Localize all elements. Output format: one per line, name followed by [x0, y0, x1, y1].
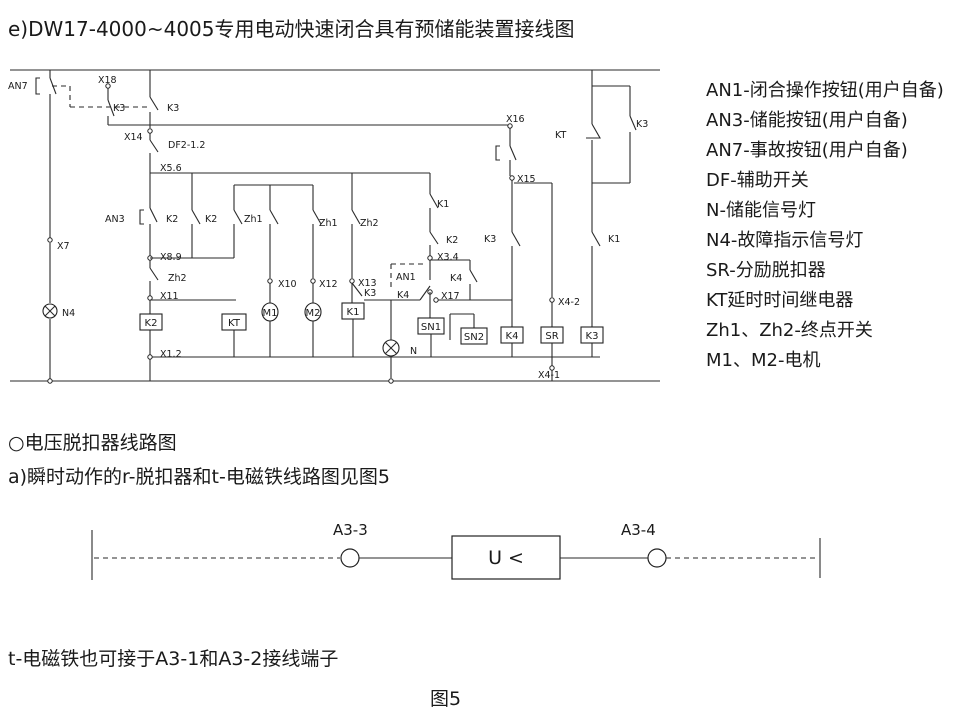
svg-text:SR: SR — [545, 331, 558, 342]
x14-label: X14 — [124, 132, 143, 143]
x12-label: X12 — [319, 279, 338, 290]
k3d-label: K3 — [484, 234, 496, 245]
svg-text:K1: K1 — [347, 307, 360, 318]
x41-label: X4-1 — [538, 370, 560, 381]
an3-label: AN3 — [105, 214, 125, 225]
legend-item: KT延时时间继电器 — [706, 290, 854, 311]
motor-m2: M2 — [304, 302, 322, 322]
x12b-label: X1.2 — [160, 349, 182, 360]
n-label: N — [410, 346, 417, 357]
legend-item: N-储能信号灯 — [706, 200, 816, 221]
legend-item: Zh1、Zh2-终点开关 — [706, 320, 873, 341]
legend-item: AN3-储能按钮(用户自备) — [706, 110, 908, 131]
svg-text:K4: K4 — [506, 331, 519, 342]
zh2a-label: Zh2 — [168, 273, 187, 284]
legend-item: AN7-事故按钮(用户自备) — [706, 140, 908, 161]
terminal-a3-4 — [647, 548, 667, 568]
relay-k4: K4 — [500, 326, 524, 344]
n4-label: N4 — [62, 308, 75, 319]
svg-text:M2: M2 — [306, 308, 321, 319]
page-title: e)DW17-4000~4005专用电动快速闭合具有预储能装置接线图 — [8, 17, 575, 41]
relay-k3: K3 — [580, 326, 604, 344]
x42-label: X4-2 — [558, 297, 580, 308]
x34-label: X3.4 — [437, 252, 459, 263]
k3b-label: K3 — [167, 103, 179, 114]
legend-item: M1、M2-电机 — [706, 350, 821, 371]
switch-sn1: SN1 — [417, 317, 445, 335]
wiring-diagram: AN7 X7 N4 X18 K3 K3 X14 DF2-1.2 X5.6 AN3… — [8, 69, 660, 384]
left-terminal-label: A3-3 — [333, 521, 368, 539]
x18-label: X18 — [98, 75, 117, 86]
n-lamp — [382, 339, 400, 357]
svg-text:M1: M1 — [263, 308, 278, 319]
legend-item: N4-故障指示信号灯 — [706, 230, 864, 251]
legend-item: DF-辅助开关 — [706, 170, 809, 191]
svg-text:K2: K2 — [145, 318, 158, 329]
x11-label: X11 — [160, 291, 179, 302]
x17-label: X17 — [441, 291, 460, 302]
motor-m1: M1 — [261, 302, 279, 322]
undervoltage-circuit: U < A3-3 A3-4 — [91, 521, 821, 580]
k2a-label: K2 — [166, 214, 178, 225]
k4b-label: K4 — [397, 290, 409, 301]
relay-k1: K1 — [341, 302, 365, 320]
x7-label: X7 — [57, 241, 70, 252]
k4a-label: K4 — [450, 273, 462, 284]
component-legend: AN1-闭合操作按钮(用户自备) AN3-储能按钮(用户自备) AN7-事故按钮… — [706, 76, 944, 376]
svg-text:SN1: SN1 — [421, 322, 441, 333]
svg-text:KT: KT — [228, 318, 241, 329]
box-label: U < — [488, 547, 524, 569]
an7-label: AN7 — [8, 81, 28, 92]
relay-k2: K2 — [139, 313, 163, 331]
section-subtitle: a)瞬时动作的r-脱扣器和t-电磁铁线路图见图5 — [8, 466, 390, 488]
footnote: t-电磁铁也可接于A3-1和A3-2接线端子 — [8, 648, 339, 670]
k3a-label: K3 — [113, 103, 125, 114]
legend-item: AN1-闭合操作按钮(用户自备) — [706, 80, 944, 101]
df-label: DF2-1.2 — [168, 140, 205, 151]
legend-item: SR-分励脱扣器 — [706, 260, 826, 281]
right-terminal-label: A3-4 — [621, 521, 656, 539]
an7-button — [35, 70, 150, 240]
n4-lamp — [42, 303, 58, 319]
an1-label: AN1 — [396, 272, 416, 283]
x15-label: X15 — [517, 174, 536, 185]
x16-label: X16 — [506, 114, 525, 125]
k2c-label: K2 — [446, 235, 458, 246]
svg-text:SN2: SN2 — [464, 332, 484, 343]
k1a-label: K1 — [437, 199, 449, 210]
zh1b-label: Zh1 — [319, 218, 338, 229]
terminal-a3-3 — [340, 548, 360, 568]
switch-sn2: SN2 — [460, 327, 488, 345]
x13-label: X13 — [358, 278, 377, 289]
x10-label: X10 — [278, 279, 297, 290]
kt-label: KT — [555, 130, 566, 141]
x56-label: X5.6 — [160, 163, 182, 174]
shunt-release-sr: SR — [540, 326, 564, 344]
k3e-label: K3 — [636, 119, 648, 130]
k1b-label: K1 — [608, 234, 620, 245]
svg-text:K3: K3 — [586, 331, 599, 342]
figure-caption: 图5 — [430, 688, 462, 710]
zh2b-label: Zh2 — [360, 218, 379, 229]
zh1a-label: Zh1 — [244, 214, 263, 225]
k2b-label: K2 — [205, 214, 217, 225]
relay-kt: KT — [221, 313, 247, 331]
k3c-label: K3 — [364, 288, 376, 299]
section-title: ○电压脱扣器线路图 — [8, 432, 177, 454]
